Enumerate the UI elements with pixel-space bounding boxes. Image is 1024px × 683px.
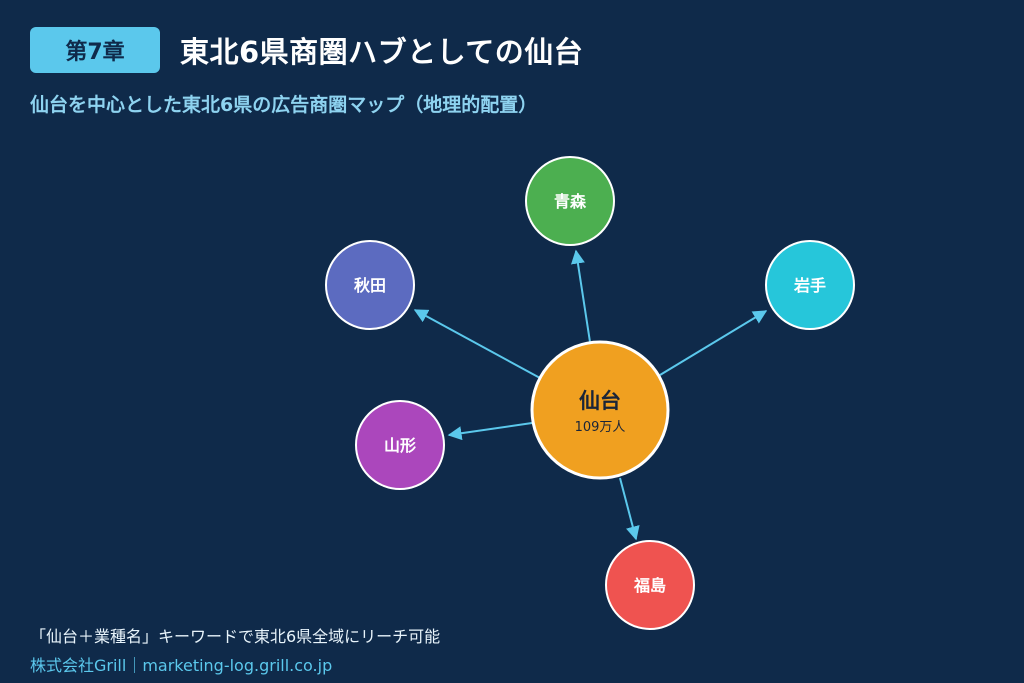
node-iwate-circle [765,240,855,330]
footer-note: 「仙台＋業種名」キーワードで東北6県全域にリーチ可能 [30,627,441,646]
footer-credit: 株式会社Grill｜marketing-log.grill.co.jp [30,656,333,675]
arrow-to-yamagata [447,422,533,441]
node-yamagata-label: 山形 [384,436,416,455]
node-akita-circle [325,240,415,330]
node-fukushima-circle [605,540,695,630]
arrow-to-akita [413,309,541,379]
node-fukushima-label: 福島 [633,576,666,595]
node-yamagata: 山形 [355,400,445,490]
arrow-to-aomori [570,249,591,343]
hub-sendai-name: 仙台 [579,389,621,413]
node-iwate: 岩手 [765,240,855,330]
hub-sendai-population: 109万人 [575,420,626,435]
node-iwate-label: 岩手 [793,276,826,295]
chapter-badge: 第7章 [30,27,160,73]
hub-sendai: 仙台 109万人 [530,340,670,480]
node-aomori-label: 青森 [554,192,587,211]
header: 第7章 東北6県商圏ハブとしての仙台 [30,27,583,73]
page-subtitle: 仙台を中心とした東北6県の広告商圏マップ（地理的配置） [30,94,538,116]
connector-group [413,249,768,541]
node-aomori-circle [525,156,615,246]
node-fukushima: 福島 [605,540,695,630]
page-title: 東北6県商圏ハブとしての仙台 [180,35,584,69]
node-aomori: 青森 [525,156,615,246]
node-akita-label: 秋田 [354,276,386,295]
arrow-to-iwate [659,310,768,376]
arrow-to-fukushima [619,477,640,541]
node-akita: 秋田 [325,240,415,330]
node-yamagata-circle [355,400,445,490]
hub-sendai-circle [530,340,670,480]
